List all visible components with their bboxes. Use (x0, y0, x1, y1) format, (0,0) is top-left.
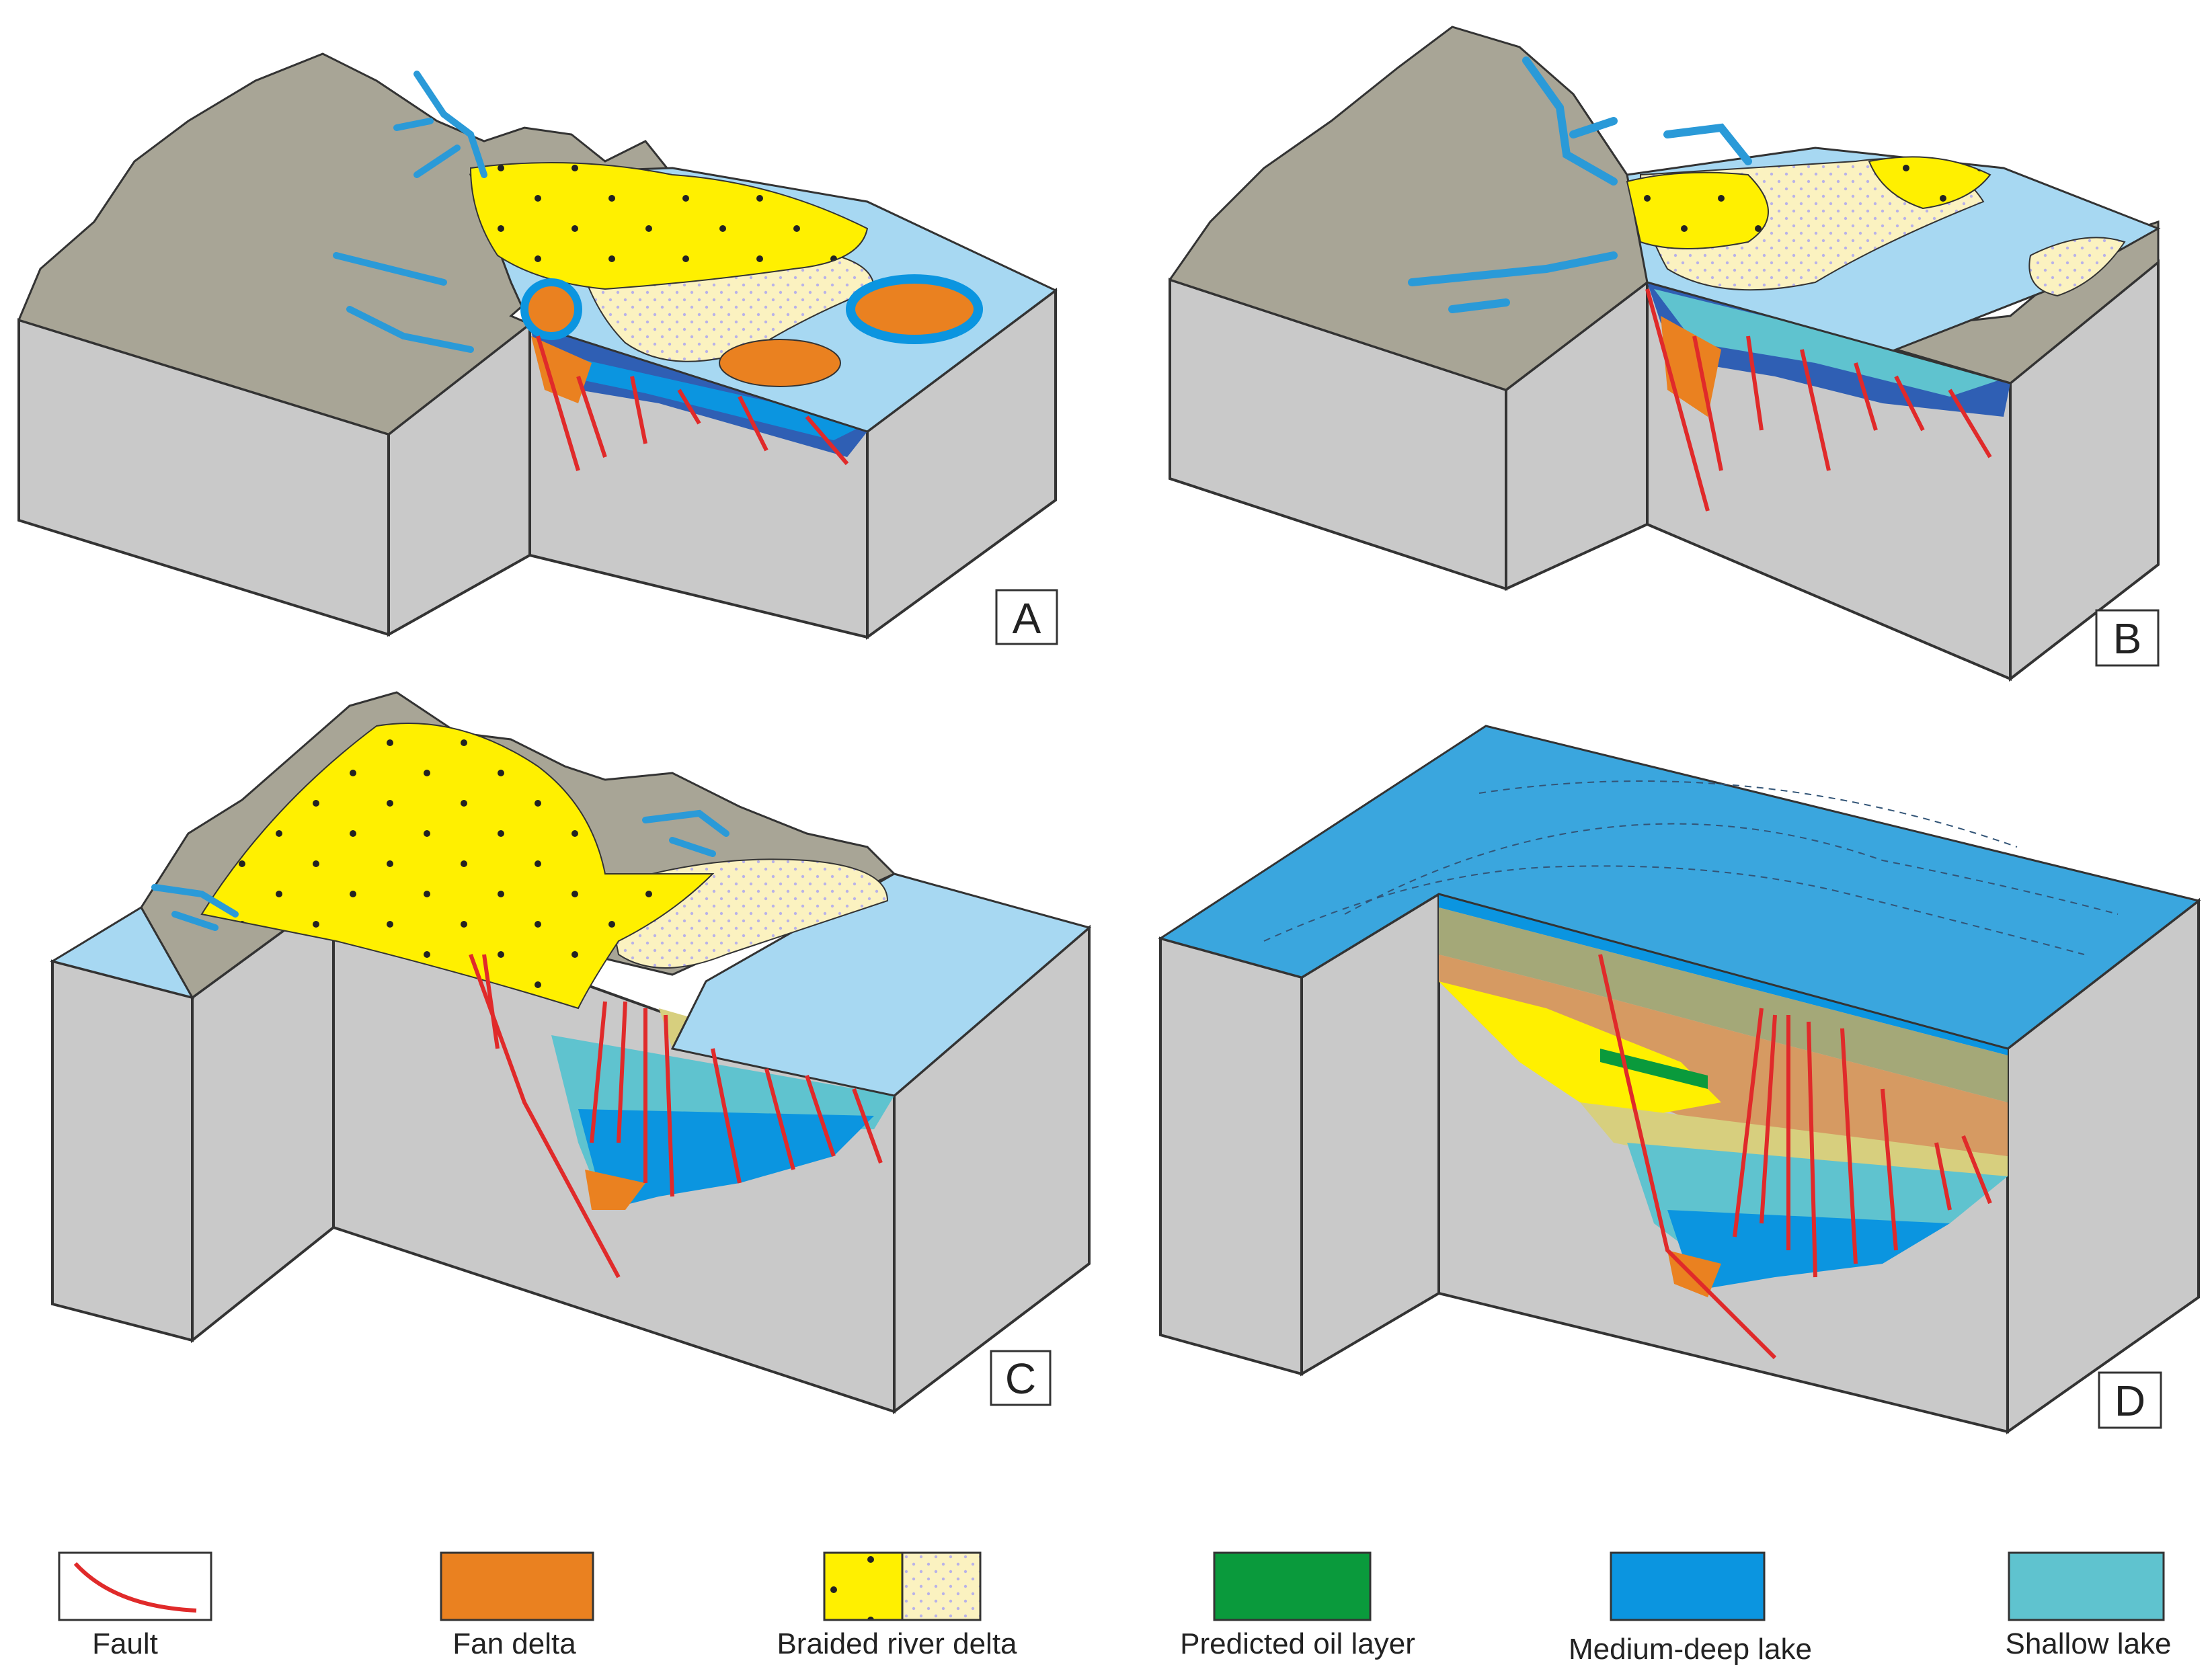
lake-c-right (670, 872, 1092, 1097)
legend-label-braided-river-delta: Braided river delta (777, 1627, 1017, 1660)
section-c-deep (578, 1109, 874, 1210)
legend-item-fault: Fault (58, 1551, 212, 1660)
legend-item-fan-delta: Fan delta (440, 1551, 594, 1660)
panel-a-label: A (1013, 594, 1041, 643)
deep-lake-surface-d (1158, 725, 2201, 1050)
faults-a (536, 335, 849, 471)
section-a-medium-lake (538, 350, 867, 440)
legend-swatch-braided-coarse (823, 1551, 904, 1621)
panel-b: B (1168, 26, 2161, 682)
section-d-pale (1580, 1102, 2008, 1176)
section-d-olive (1439, 907, 2008, 1102)
fan-delta-a-1 (846, 274, 983, 344)
legend-item-shallow-lake: Shallow lake (2005, 1551, 2172, 1660)
lake-contours-d (1263, 780, 2119, 955)
legend: Fault Fan delta Braided river delta Pred… (58, 1551, 2172, 1665)
river-c (151, 809, 729, 931)
river-b-main (1408, 56, 1752, 313)
legend-item-braided-river-delta: Braided river delta (777, 1551, 1017, 1660)
panel-a: A (17, 52, 1058, 645)
river-a-main (333, 71, 487, 353)
legend-swatch-medium-deep-lake (1610, 1551, 1766, 1621)
fault-line-icon (73, 1561, 197, 1613)
braided-delta-b-coarse (1626, 171, 1769, 249)
section-d-oil (1600, 1049, 1708, 1089)
section-a-fan (531, 336, 592, 403)
legend-swatch-braided-fine (901, 1551, 982, 1621)
faults-c (469, 953, 883, 1278)
section-d-brown (1439, 955, 2008, 1156)
legend-label-predicted-oil-layer: Predicted oil layer (1180, 1627, 1415, 1660)
panel-d-label: D (2115, 1377, 2145, 1425)
braided-delta-a-coarse (469, 162, 869, 290)
legend-swatch-fan-delta (440, 1551, 594, 1621)
fan-delta-a-2 (719, 339, 841, 387)
panel-c-label: C (1005, 1354, 1036, 1403)
panel-b-label-box (2095, 609, 2160, 667)
panel-d-label-box (2098, 1371, 2162, 1429)
mountains-a (17, 52, 674, 436)
legend-item-medium-deep-lake: Medium-deep lake (1569, 1551, 1812, 1665)
legend-swatch-shallow-lake (2008, 1551, 2165, 1621)
panel-a-label-box (995, 589, 1058, 645)
panel-c-label-box (990, 1350, 1052, 1406)
section-c-fan (585, 1170, 645, 1210)
braided-delta-b-coarse-2 (1868, 156, 1991, 210)
braided-delta-c-coarse (200, 723, 715, 1010)
legend-label-shallow-lake: Shallow lake (2005, 1627, 2171, 1660)
block-d-left-front (1159, 936, 1303, 1376)
panel-d: D (1158, 725, 2201, 1434)
lake-c-left (50, 905, 195, 1000)
legend-item-predicted-oil-layer: Predicted oil layer (1180, 1551, 1415, 1660)
section-d-top-lake (1439, 894, 2008, 1055)
section-d-deep (1667, 1210, 1950, 1291)
braided-delta-b-east (2028, 237, 2126, 297)
faults-b (1645, 288, 1992, 512)
legend-label-fan-delta: Fan delta (452, 1627, 576, 1660)
panel-b-label: B (2113, 614, 2142, 663)
fan-delta-a-3 (520, 278, 582, 340)
block-c-left-front (51, 959, 194, 1342)
legend-swatch-predicted-oil-layer (1213, 1551, 1372, 1621)
panel-c: C (50, 691, 1092, 1415)
faults-d (1598, 954, 1992, 1360)
section-b-shallow (1654, 289, 2010, 397)
legend-label-medium-deep-lake: Medium-deep lake (1569, 1633, 1812, 1665)
legend-label-fault: Fault (92, 1627, 158, 1660)
section-d-yellow (1439, 981, 1721, 1116)
